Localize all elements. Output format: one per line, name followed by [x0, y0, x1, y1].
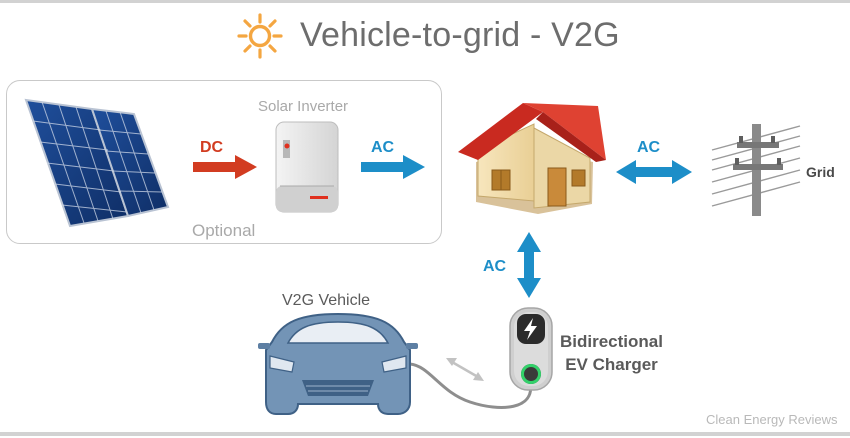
ac-arrow-inverter — [361, 155, 425, 179]
optional-label: Optional — [192, 221, 256, 240]
dc-arrow — [193, 155, 257, 179]
diagram-title: Vehicle-to-grid - V2G — [300, 16, 620, 54]
ac-arrow-grid — [616, 160, 692, 184]
solar-inverter-label: Solar Inverter — [258, 98, 349, 115]
solar-panel-icon — [24, 98, 170, 228]
lightning-bolt-icon — [524, 318, 537, 340]
solar-optional-box — [6, 80, 442, 244]
ev-charger-icon — [509, 307, 553, 391]
dc-label: DC — [200, 139, 224, 156]
top-border — [0, 0, 850, 3]
inverter-icon — [275, 121, 339, 213]
charger-cable — [409, 362, 533, 409]
ac-label-inverter: AC — [371, 139, 395, 156]
vehicle-label: V2G Vehicle — [282, 292, 371, 309]
sun-icon — [237, 13, 283, 59]
charger-label: Bidirectional EV Charger — [560, 330, 663, 376]
bottom-border — [0, 432, 850, 436]
ac-label-grid: AC — [637, 139, 661, 156]
watermark: Clean Energy Reviews — [706, 412, 838, 427]
car-icon — [258, 312, 418, 415]
charger-label-line2: EV Charger — [565, 355, 658, 374]
charger-label-line1: Bidirectional — [560, 332, 663, 351]
grid-pole-icon — [711, 124, 801, 216]
house-icon — [458, 103, 606, 214]
grid-label: Grid — [806, 164, 835, 180]
vehicle-charger-arrow — [446, 358, 484, 381]
ac-arrow-charger — [517, 232, 541, 298]
ac-label-charger: AC — [483, 258, 507, 275]
